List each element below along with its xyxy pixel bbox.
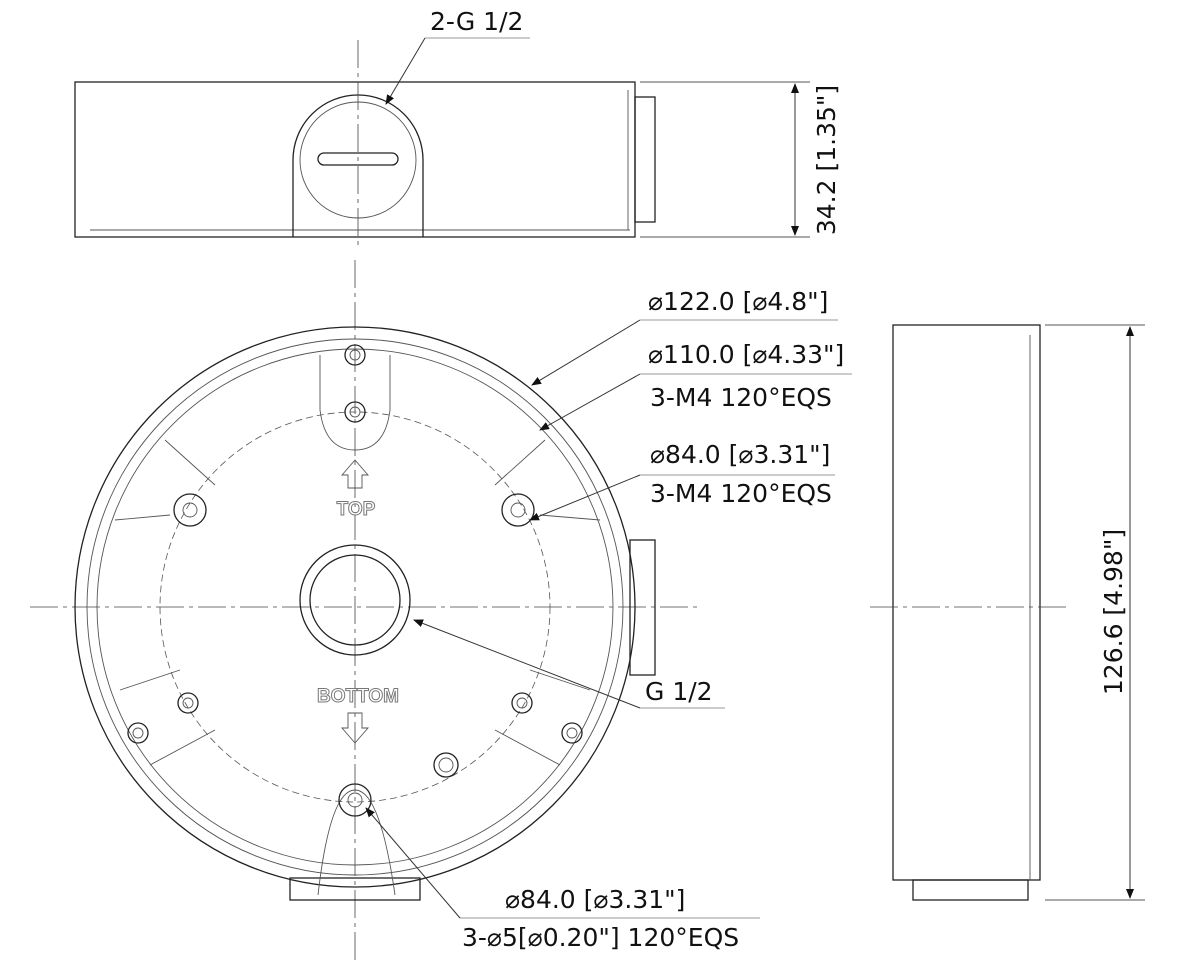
- mounting-holes: [127, 344, 583, 817]
- bolt-circle-3-label: ⌀84.0 [⌀3.31"]: [505, 885, 685, 914]
- emboss-bottom: BOTTOM: [317, 686, 399, 707]
- bolt-circle-2-holes: 3-M4 120°EQS: [650, 479, 832, 508]
- height-dimension: 34.2 [1.35"]: [640, 81, 841, 238]
- outer-diameter-label: ⌀122.0 [⌀4.8"]: [648, 287, 828, 316]
- bolt-circle-3-holes: 3-⌀5[⌀0.20"] 120°EQS: [462, 923, 739, 952]
- side-view: 126.6 [4.98"]: [870, 324, 1145, 901]
- arrow-up-icon: [341, 459, 369, 489]
- thread-callout: 2-G 1/2: [385, 7, 530, 105]
- thread-label: 2-G 1/2: [430, 7, 523, 36]
- arrow-down-icon: [341, 712, 369, 744]
- bolt-circle-1-label: ⌀110.0 [⌀4.33"]: [648, 340, 844, 369]
- bolt-circle-1-holes: 3-M4 120°EQS: [650, 383, 832, 412]
- bolt-circle-2-label: ⌀84.0 [⌀3.31"]: [650, 440, 830, 469]
- center-thread-label: G 1/2: [645, 677, 713, 706]
- height-dim-label: 34.2 [1.35"]: [812, 85, 841, 235]
- top-view: 2-G 1/2 34.2 [1.35"]: [74, 7, 841, 250]
- front-view: TOP BOTTOM ⌀122.0 [⌀4.8"] ⌀110.0 [⌀4.33"…: [30, 260, 852, 960]
- emboss-top: TOP: [337, 499, 376, 520]
- side-height-dim-label: 126.6 [4.98"]: [1099, 529, 1128, 695]
